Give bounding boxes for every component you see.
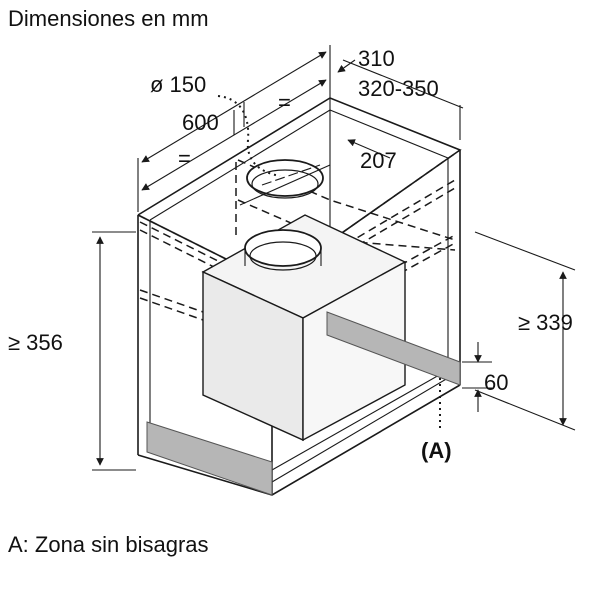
diameter-label: ø 150 (150, 72, 206, 97)
height-right-label: ≥ 339 (518, 310, 573, 335)
strip-label: 60 (484, 370, 508, 395)
equal-left-label: = (178, 146, 191, 171)
depth-min-label: 310 (358, 46, 395, 71)
zone-a-label: (A) (421, 438, 452, 463)
depth-dimension (337, 59, 464, 140)
diagram-title: Dimensiones en mm (8, 6, 209, 31)
duct-ring-bottom (244, 229, 322, 271)
equal-right-label: = (278, 90, 291, 115)
height-left-label: ≥ 356 (8, 330, 63, 355)
offset-leader (347, 139, 391, 159)
strip-dimension (462, 342, 492, 412)
offset-label: 207 (360, 148, 397, 173)
depth-range-label: 320-350 (358, 76, 439, 101)
height-right-dimension (474, 231, 576, 431)
width-dimension (137, 45, 331, 212)
duct-ring-top (246, 159, 324, 199)
legend-caption: A: Zona sin bisagras (8, 532, 209, 557)
height-left-dimension (92, 231, 136, 471)
width-label: 600 (182, 110, 219, 135)
hinge-free-strips (146, 311, 461, 496)
